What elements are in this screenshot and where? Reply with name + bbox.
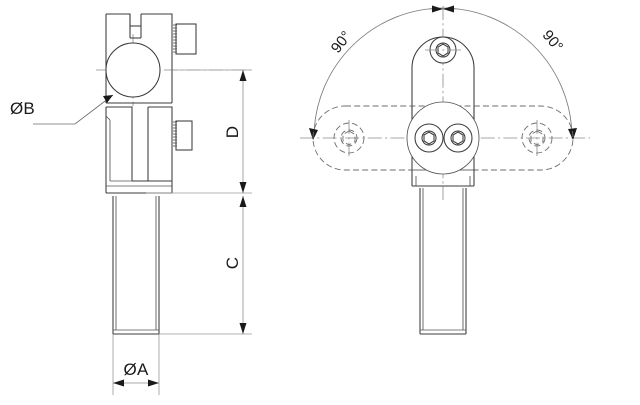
clamp-bore-circle [105,42,161,98]
arrow-up-icon [239,196,247,207]
clamp-upper-left-top [106,13,131,34]
hub-bolt-left-hex-socket [423,131,435,145]
upper-screw-thread-hatch [173,24,177,53]
hub-bolt-left-inner [421,130,437,146]
lower-screw-thread-hatch [173,121,177,147]
diameter-a-label: ØA [124,360,149,379]
clamp-body-right-edge [141,13,173,103]
hub-bolt-right-inner [450,130,466,146]
diameter-b-leader-line [33,94,114,125]
top-view: 90° 90° [300,5,590,335]
hub-bolt-right-hex-socket [452,131,464,145]
lower-body-left-inner [106,106,133,181]
dimension-c-label: C [223,257,242,269]
swing-arc-right [442,7,573,135]
angle-left-label: 90° [328,28,355,56]
lower-clamp-screw-head [175,120,193,151]
lower-body-left-chamfer-top [105,115,111,121]
upper-clamp-screw-head [175,23,197,55]
arrow-left-icon [432,5,443,13]
angle-right-label: 90° [539,27,567,55]
diameter-b-label: ØB [10,99,35,118]
arrow-left-icon [113,379,124,387]
arrow-down-icon [239,323,247,334]
hub-bolt-right-outer [443,123,473,153]
arrow-right-icon [148,379,159,387]
lower-body-right-inner [148,106,173,193]
front-view: ØB D C ØA [10,13,252,395]
arrow-down-icon [239,182,247,193]
arrow-up-icon [239,70,247,81]
arrow-right-icon [443,5,454,13]
dimension-d-label: D [223,126,242,138]
leader-arrow-icon [103,95,113,103]
hub-bolt-left-outer [414,123,444,153]
swing-arc-left [313,7,444,135]
swivel-arm-outline [411,36,475,139]
base-plate-hidden-outline [312,105,574,171]
